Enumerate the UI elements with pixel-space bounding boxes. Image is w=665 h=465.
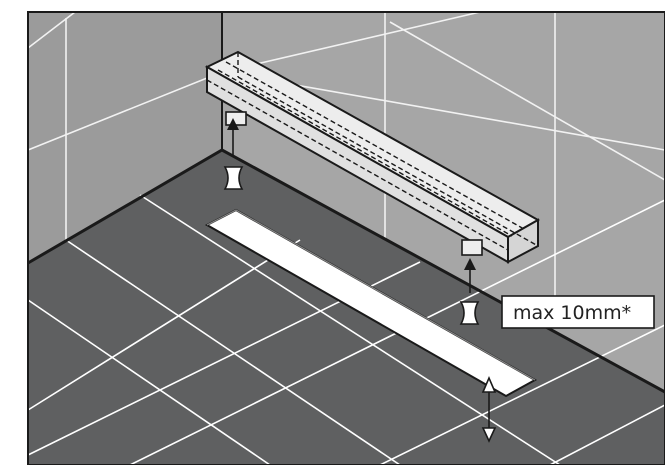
- arrow-icon: [464, 258, 476, 270]
- arrow-icon: [481, 375, 497, 393]
- left-wall: [28, 12, 222, 263]
- floor-slot-inner-edge: [206, 209, 536, 381]
- channel-foot-left: [225, 111, 247, 126]
- channel-hidden-edges: [206, 52, 539, 251]
- callout-box: [501, 295, 655, 329]
- arrow-icon: [227, 118, 239, 130]
- adjusters: [223, 118, 497, 443]
- spacer-icon: [223, 166, 244, 190]
- spacer-icon: [459, 301, 480, 325]
- callout-label: max 10mm*: [513, 302, 631, 324]
- channel-foot-right: [461, 239, 483, 256]
- max-height-callout: max 10mm*: [501, 295, 655, 329]
- drain-channel: [204, 50, 541, 264]
- arrow-icon: [481, 427, 497, 443]
